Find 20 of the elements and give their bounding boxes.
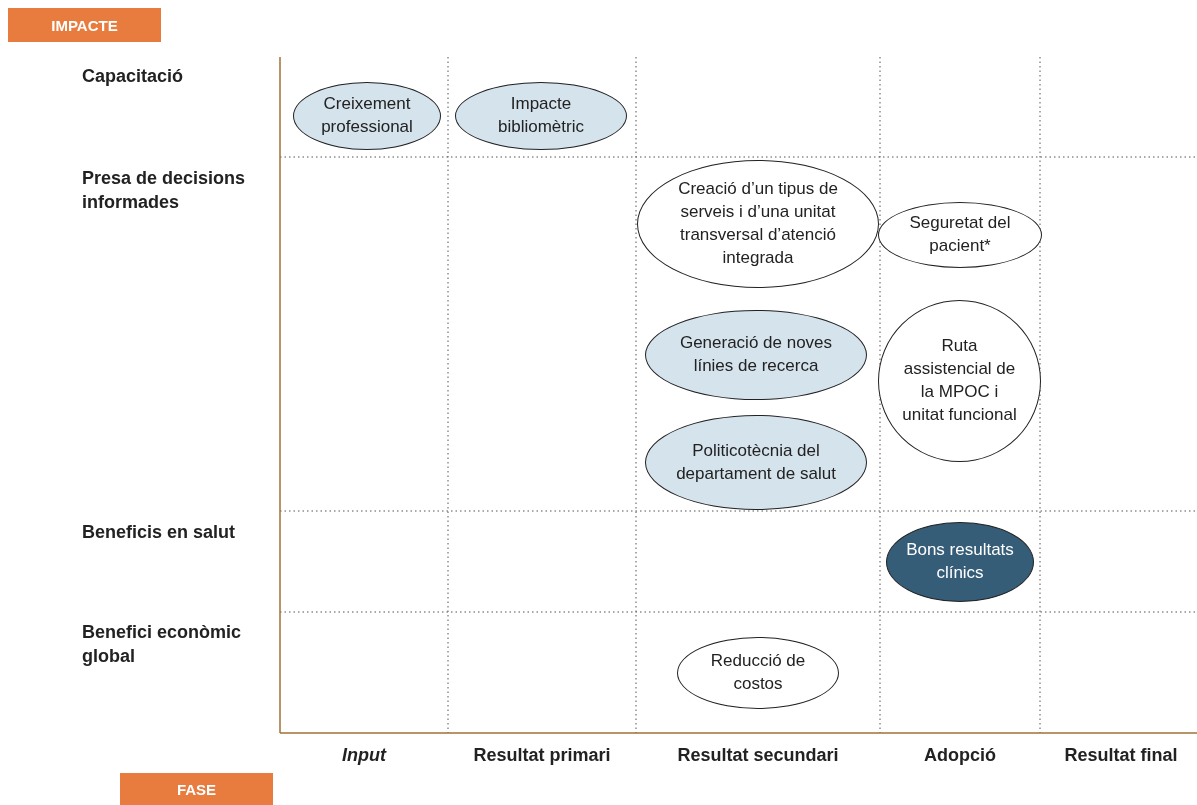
outcome-ellipse: Impacte bibliomètric	[455, 82, 627, 150]
outcome-ellipse: Generació de noves línies de recerca	[645, 310, 867, 400]
section-tag: FASE	[120, 773, 273, 805]
section-tag: IMPACTE	[8, 8, 161, 42]
outcome-ellipse: Creixement professional	[293, 82, 441, 150]
outcome-ellipse: Politicotècnia del departament de salut	[645, 415, 867, 510]
row-heading: Beneficis en salut	[82, 521, 237, 544]
outcome-ellipse: Creació d’un tipus de serveis i d’una unitat transversal d’atenció integrada	[637, 160, 879, 288]
row-heading: Benefici econòmic global	[82, 621, 243, 669]
row-heading: Presa de decisions informades	[82, 167, 247, 215]
outcome-ellipse: Seguretat del pacient*	[878, 202, 1042, 268]
column-heading: Input	[341, 744, 388, 767]
outcome-ellipse: Bons resultats clínics	[886, 522, 1034, 602]
row-heading: Capacitació	[82, 65, 185, 88]
column-heading: Resultat secundari	[676, 744, 840, 767]
column-heading: Resultat final	[1063, 744, 1179, 767]
column-heading: Resultat primari	[472, 744, 612, 767]
outcome-ellipse: Reducció de costos	[677, 637, 839, 709]
column-heading: Adopció	[923, 744, 997, 767]
outcome-ellipse: Ruta assistencial de la MPOC i unitat funcional	[878, 300, 1041, 462]
